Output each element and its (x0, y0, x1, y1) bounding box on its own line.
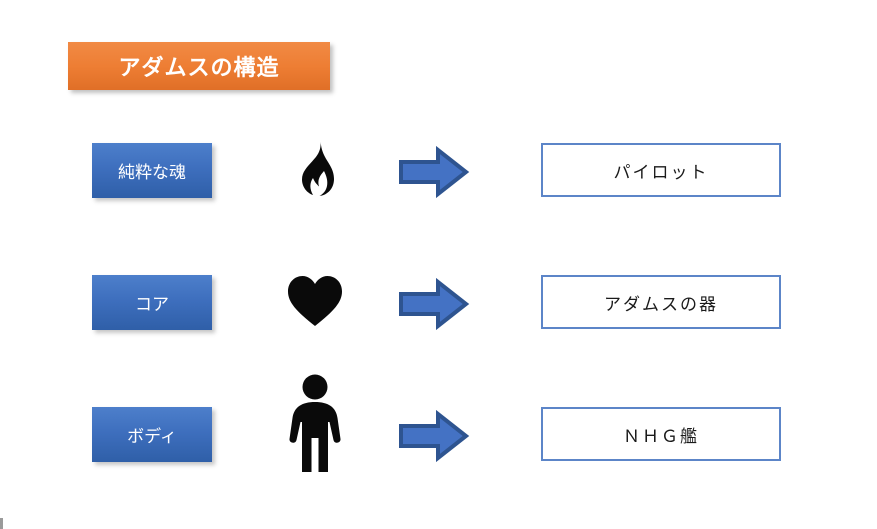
corner-mark (0, 518, 3, 529)
result-box-1: パイロット (541, 143, 781, 197)
page-title: アダムスの構造 (118, 56, 280, 81)
result-box-2: アダムスの器 (541, 275, 781, 329)
flame-icon (280, 138, 350, 200)
component-label-2: コア (135, 295, 169, 315)
flow-arrow-2 (398, 278, 470, 330)
component-label-box-3: ボディ (92, 407, 212, 462)
slide-title-box: アダムスの構造 (68, 42, 330, 90)
flow-arrow-3 (398, 410, 470, 462)
result-label-3: ＮＨＧ艦 (623, 426, 699, 447)
heart-icon (280, 270, 350, 332)
person-icon (280, 374, 350, 474)
component-label-box-1: 純粋な魂 (92, 143, 212, 198)
result-label-1: パイロット (613, 162, 709, 183)
result-label-2: アダムスの器 (604, 294, 718, 315)
component-label-box-2: コア (92, 275, 212, 330)
component-label-1: 純粋な魂 (118, 163, 186, 183)
result-box-3: ＮＨＧ艦 (541, 407, 781, 461)
component-label-3: ボディ (127, 427, 177, 447)
flow-arrow-1 (398, 146, 470, 198)
